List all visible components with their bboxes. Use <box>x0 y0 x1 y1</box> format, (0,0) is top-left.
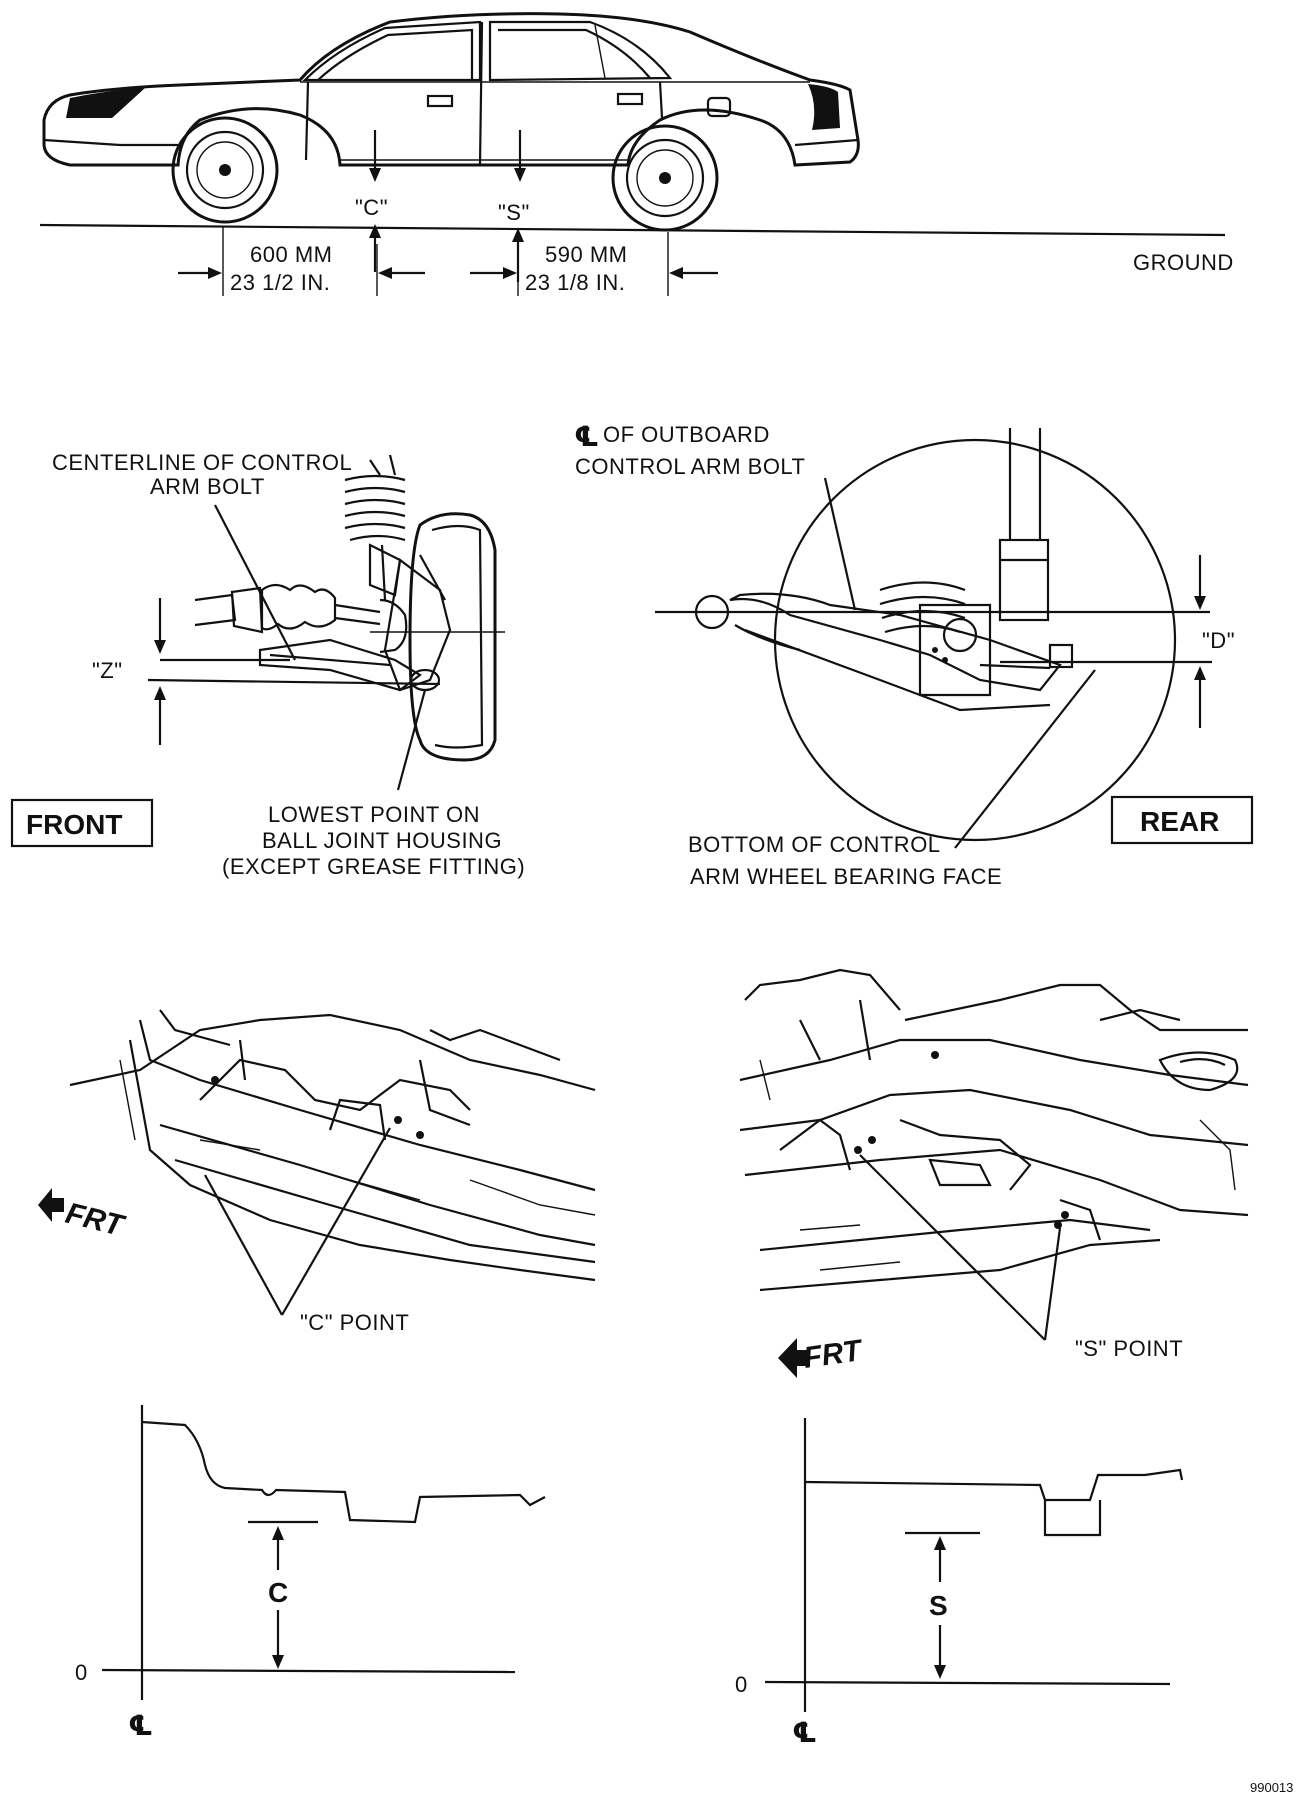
rear-dim-mm: 590 MM <box>545 242 627 267</box>
ground-label: GROUND <box>1133 250 1234 275</box>
frt-arrow-rear <box>778 1338 810 1378</box>
rear-face-callout-line2: ARM WHEEL BEARING FACE <box>690 864 1002 889</box>
z-label: "Z" <box>92 658 123 683</box>
leader-lowest-point <box>396 689 427 791</box>
leader-bearing-face <box>954 669 1096 849</box>
profile-s-zero: 0 <box>735 1672 748 1697</box>
leader-outboard-bolt <box>823 477 857 611</box>
leader-c-point-1 <box>204 1174 283 1316</box>
rear-box: REAR <box>1110 795 1254 845</box>
profile-c-zero: 0 <box>75 1660 88 1685</box>
rear-suspension-drawing <box>655 428 1212 842</box>
front-box-label: FRONT <box>26 809 122 840</box>
leader-s-point-1 <box>859 1154 1046 1341</box>
front-dim-in: 23 1/2 IN. <box>230 270 330 295</box>
z-dimension <box>154 598 166 745</box>
front-box: FRONT <box>10 798 154 848</box>
ground-line <box>39 223 1226 237</box>
front-dimension <box>178 226 425 296</box>
point-c-arrows <box>369 130 381 272</box>
rear-bolt-callout-line2: CONTROL ARM BOLT <box>575 454 805 479</box>
front-suspension-drawing <box>147 454 505 762</box>
underbody-rear-drawing <box>739 968 1249 1292</box>
s-point-label: "S" POINT <box>1075 1336 1183 1361</box>
d-dimension <box>1194 555 1206 728</box>
front-low-callout-line2: BALL JOINT HOUSING <box>262 828 502 853</box>
rear-dim-in: 23 1/8 IN. <box>525 270 625 295</box>
figure-id: 990013 <box>1250 1780 1293 1795</box>
profile-c-dim-label: C <box>268 1577 288 1608</box>
frt-arrow-front <box>38 1188 64 1222</box>
front-bolt-callout-line1: CENTERLINE OF CONTROL <box>52 450 352 475</box>
rear-dimension <box>470 232 718 296</box>
front-dim-mm: 600 MM <box>250 242 332 267</box>
rear-bolt-callout-line1: OF OUTBOARD <box>603 422 770 447</box>
rear-cl-symbol: ℄ <box>574 421 599 452</box>
leader-s-point-2 <box>1043 1227 1062 1341</box>
point-c-label: "C" <box>355 195 388 220</box>
profile-s <box>764 1418 1184 1712</box>
leader-c-point-2 <box>281 1127 391 1316</box>
underbody-front-drawing <box>69 1009 596 1282</box>
leader-bolt-centerline <box>214 504 296 661</box>
profile-s-dim-label: S <box>929 1590 948 1621</box>
front-low-callout-line1: LOWEST POINT ON <box>268 802 480 827</box>
point-s-label: "S" <box>498 200 530 225</box>
rear-box-label: REAR <box>1140 806 1219 837</box>
frt-label-rear: FRT <box>801 1334 865 1375</box>
side-view-car <box>42 12 860 232</box>
front-low-callout-line3: (EXCEPT GREASE FITTING) <box>222 854 525 879</box>
frt-label-front: FRT <box>62 1197 129 1244</box>
profile-c-cl: ℄ <box>128 1710 153 1741</box>
profile-c <box>101 1405 546 1700</box>
d-label: "D" <box>1202 628 1235 653</box>
rear-face-callout-line1: BOTTOM OF CONTROL <box>688 832 941 857</box>
c-point-label: "C" POINT <box>300 1310 409 1335</box>
front-bolt-callout-line2: ARM BOLT <box>150 474 265 499</box>
profile-s-cl: ℄ <box>792 1717 817 1748</box>
